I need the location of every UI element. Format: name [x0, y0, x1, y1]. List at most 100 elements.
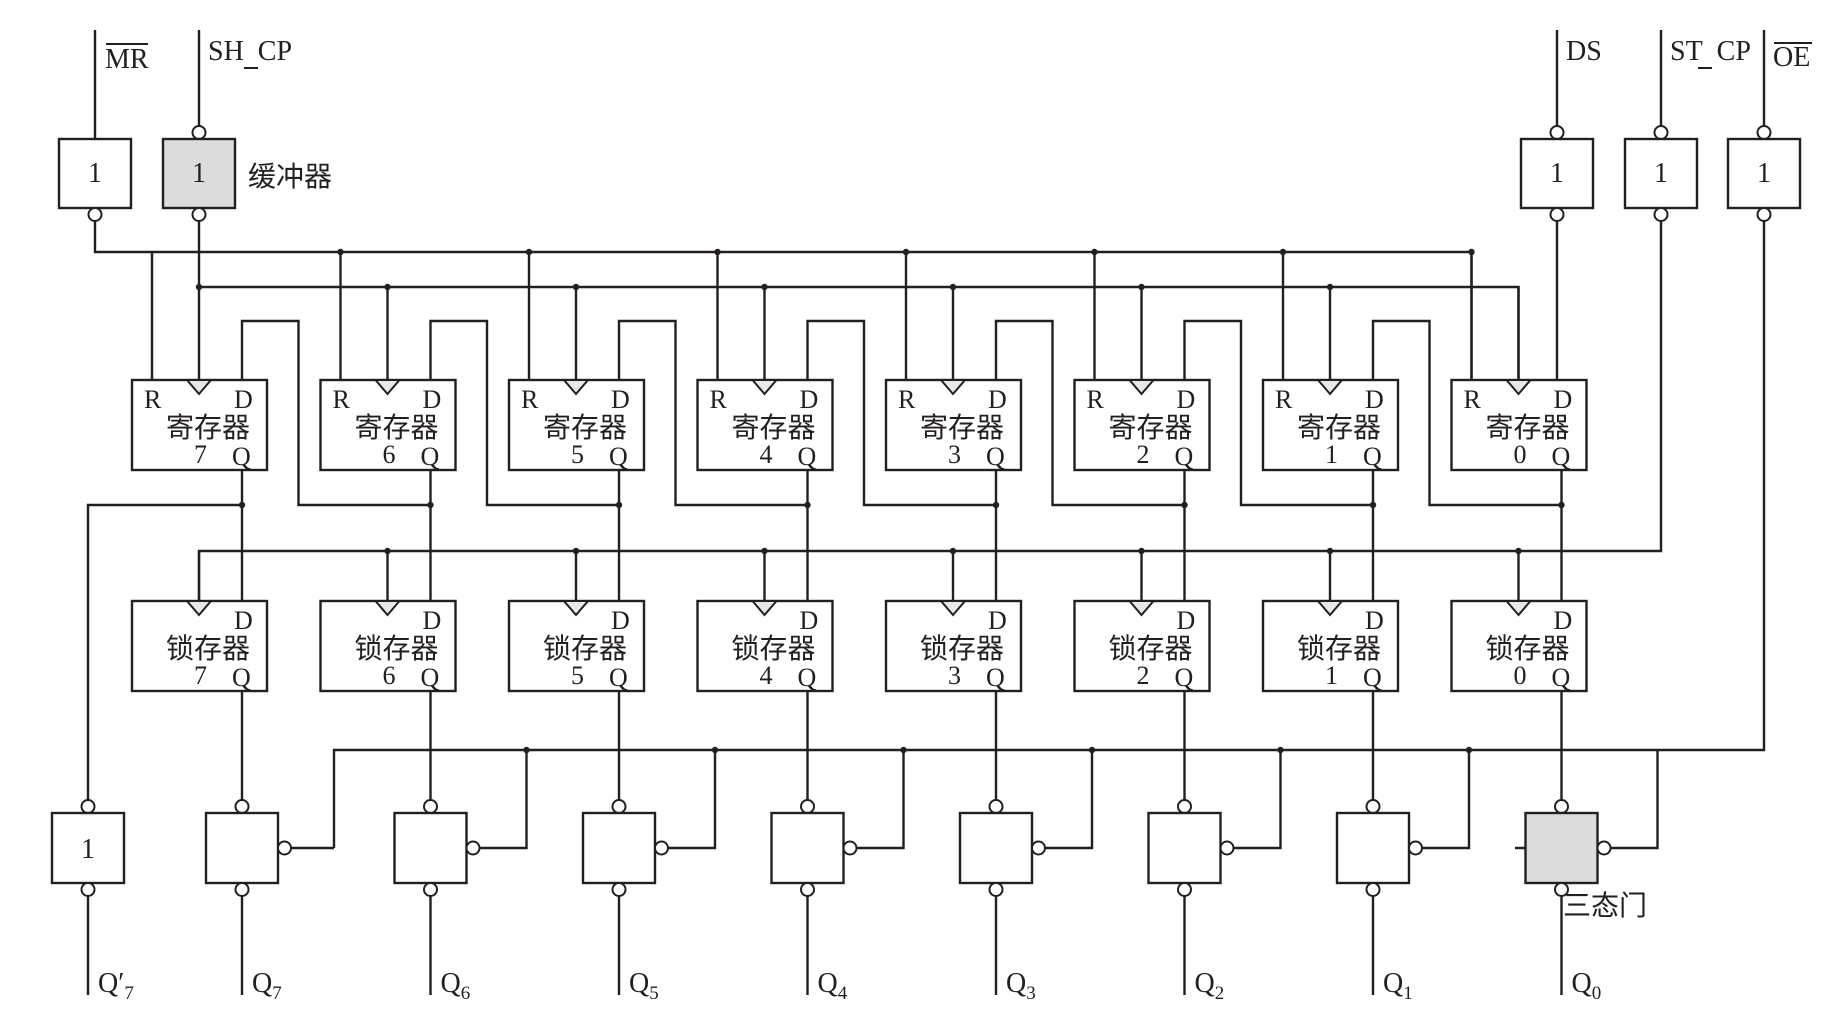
- junction-dot: [714, 248, 721, 256]
- enable-riser: [1233, 750, 1282, 850]
- pin-label-q: Q: [1552, 663, 1571, 692]
- pin-label-d: D: [800, 385, 819, 414]
- register-name: 寄存器: [732, 411, 816, 444]
- inversion-bubble-icon: [800, 882, 815, 897]
- tristate-caption: 三态门: [1563, 889, 1647, 922]
- clock-input-icon: [373, 600, 402, 617]
- pin-label-d: D: [611, 606, 630, 635]
- junction-dot: [1088, 746, 1096, 754]
- pin-label-d: D: [611, 385, 630, 414]
- latch-name: 锁存器: [166, 632, 250, 665]
- junction-dot: [1465, 746, 1473, 754]
- pin-label-r: R: [1087, 385, 1105, 414]
- pin-label-q: Q: [609, 442, 628, 471]
- pin-label-r: R: [1464, 385, 1482, 414]
- inversion-bubble-icon: [800, 799, 815, 814]
- buffer-symbol: 1: [1654, 158, 1668, 189]
- storage-latch-3: [884, 599, 1023, 693]
- components: [50, 125, 1802, 897]
- latch-name: 锁存器: [732, 632, 816, 665]
- inversion-bubble-icon: [191, 125, 207, 140]
- buffer-gate: [1623, 137, 1699, 210]
- register-index: 4: [760, 440, 773, 469]
- inversion-bubble-icon: [1031, 840, 1046, 856]
- input-label-shcp: SH CP: [208, 36, 292, 67]
- pin-label-q: Q: [1552, 442, 1571, 471]
- pin-label-d: D: [234, 606, 253, 635]
- inversion-bubble-icon: [1408, 840, 1423, 856]
- buffer-symbol: 1: [192, 158, 206, 189]
- junction-dot: [1138, 547, 1145, 555]
- clock-input-icon: [1127, 600, 1156, 617]
- pin-label-r: R: [1275, 385, 1293, 414]
- latch-index: 3: [948, 661, 961, 690]
- register-index: 7: [194, 440, 207, 469]
- latch-index: 7: [194, 661, 207, 690]
- storage-latch-4: [696, 599, 834, 693]
- clock-input-icon: [1315, 600, 1345, 617]
- latch-name: 锁存器: [1297, 632, 1381, 665]
- register-name: 寄存器: [355, 411, 439, 444]
- storage-latch-7: [130, 599, 269, 693]
- serial-out-buffer: [50, 811, 126, 885]
- storage-latch-2: [1073, 599, 1211, 693]
- junction-dot: [761, 547, 768, 555]
- shift-register-4: [696, 378, 834, 472]
- input-label-oe: OE: [1773, 42, 1810, 73]
- inversion-bubble-icon: [1365, 799, 1381, 814]
- buffer-symbol: 1: [88, 158, 102, 189]
- output-label: Q′7: [98, 968, 134, 1004]
- tristate-gate-1: [1335, 811, 1411, 885]
- register-name: 寄存器: [1109, 411, 1193, 444]
- register-index: 2: [1137, 440, 1150, 469]
- output-label: Q5: [629, 968, 659, 1004]
- junction-dot: [384, 547, 391, 555]
- inversion-bubble-icon: [611, 799, 627, 814]
- storage-latch-1: [1261, 599, 1400, 693]
- pin-label-r: R: [333, 385, 351, 414]
- pin-label-d: D: [988, 606, 1007, 635]
- enable-riser: [1422, 750, 1471, 850]
- latch-name: 锁存器: [1109, 632, 1193, 665]
- inversion-bubble-icon: [1554, 882, 1569, 897]
- junction-dot: [1279, 248, 1287, 256]
- inversion-bubble-icon: [1756, 207, 1772, 222]
- junction-dot: [1277, 746, 1284, 754]
- wires: [86, 30, 1766, 995]
- pin-label-d: D: [1177, 606, 1196, 635]
- register-index: 6: [383, 440, 396, 469]
- pin-label-r: R: [710, 385, 728, 414]
- pin-label-d: D: [1554, 606, 1573, 635]
- junction-dot: [1138, 283, 1145, 291]
- junction-dot: [1515, 547, 1522, 555]
- register-name: 寄存器: [166, 411, 250, 444]
- inversion-bubble-icon: [1653, 207, 1669, 222]
- clock-input-icon: [1504, 600, 1533, 617]
- shift-chain-wire: [617, 319, 808, 507]
- clock-input-icon: [184, 379, 214, 396]
- latch-name: 锁存器: [543, 632, 627, 665]
- junction-dot: [711, 746, 719, 754]
- input-label-ds: DS: [1566, 36, 1602, 67]
- output-label: Q0: [1572, 968, 1602, 1004]
- shift-chain-wire: [806, 319, 996, 507]
- clock-input-icon: [184, 600, 214, 617]
- shift-chain-wire: [1371, 319, 1562, 507]
- register-name: 寄存器: [920, 411, 1004, 444]
- inversion-bubble-icon: [234, 882, 250, 897]
- tristate-gate-6: [393, 811, 468, 885]
- junction-dot: [949, 547, 957, 555]
- clock-input-icon: [1504, 379, 1533, 396]
- buffer-symbol: 1: [1550, 158, 1564, 189]
- pin-label-d: D: [423, 606, 442, 635]
- latch-index: 6: [383, 661, 396, 690]
- clock-input-icon: [1127, 379, 1156, 396]
- inversion-bubble-icon: [611, 882, 627, 897]
- output-label: Q4: [818, 968, 848, 1004]
- tristate-gate-3: [958, 811, 1034, 885]
- inversion-bubble-icon: [80, 799, 96, 814]
- storage-latch-0: [1450, 599, 1588, 693]
- output-enable-bus: [332, 215, 1766, 848]
- storage-latch-6: [319, 599, 457, 693]
- inversion-bubble-icon: [465, 840, 481, 856]
